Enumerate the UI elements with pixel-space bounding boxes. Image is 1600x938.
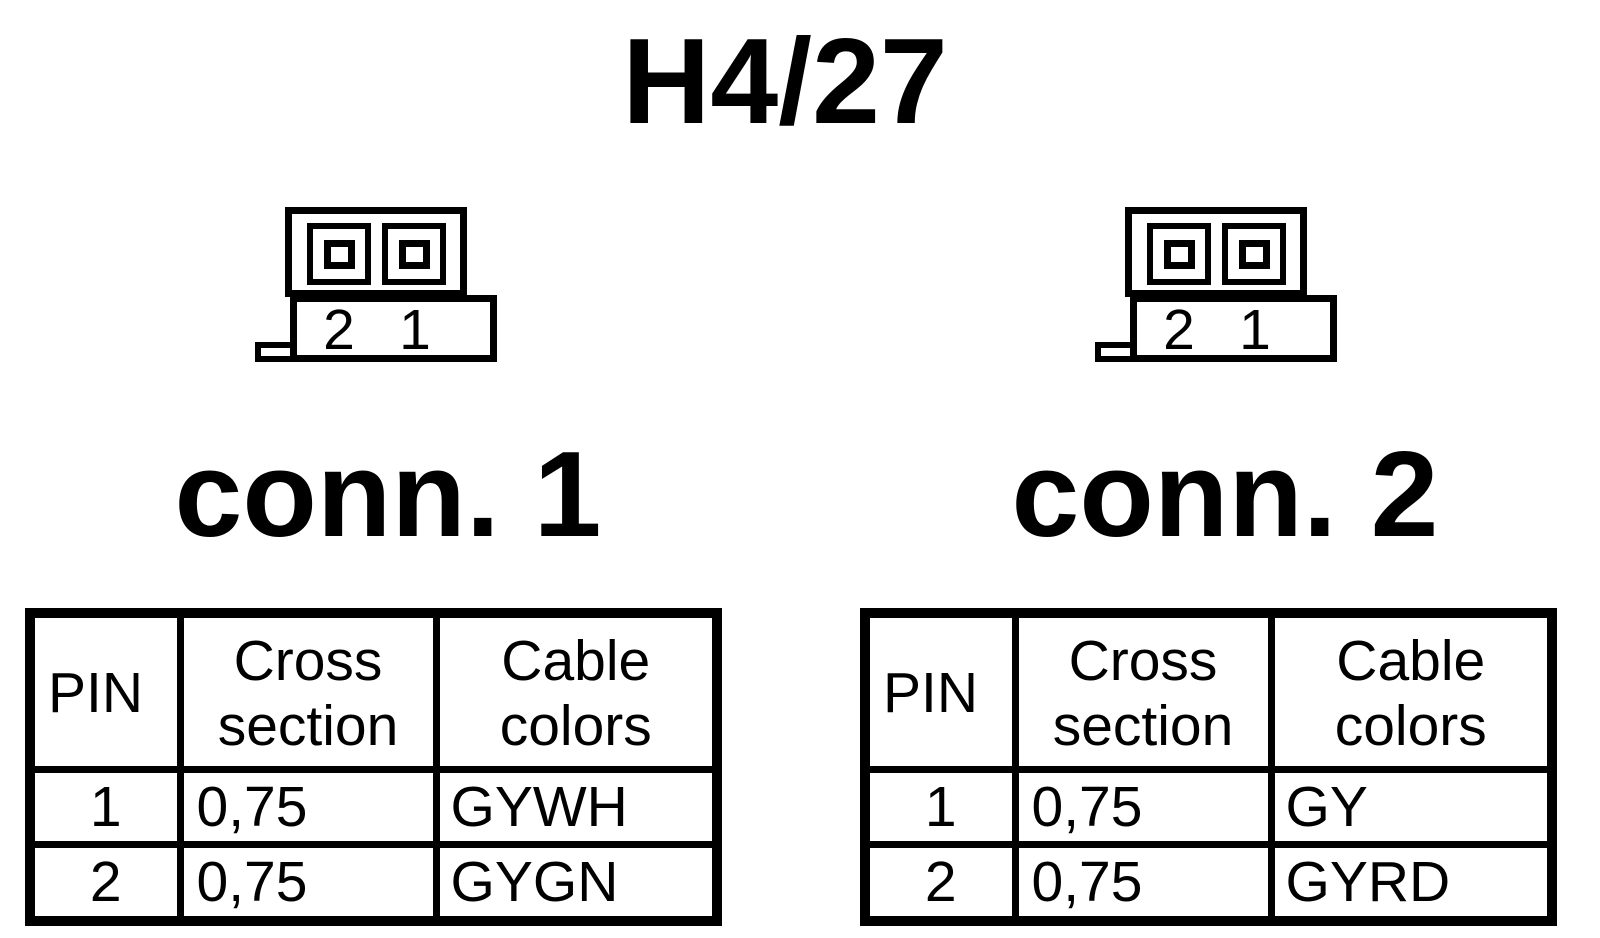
cross-section-cell: 0,75 (176, 840, 440, 924)
connector-1-base (290, 295, 497, 362)
pin-cell: 2 (26, 840, 184, 924)
col-header-cable-colors: Cable colors (432, 609, 721, 773)
connector-1-terminal-pin1 (398, 239, 430, 269)
diagram-title: H4/27 (622, 13, 948, 149)
connector-2-pin2-number: 2 (1163, 298, 1195, 362)
connector-1-housing (285, 207, 467, 297)
connector-2-terminal-slot-pin1 (1222, 223, 1286, 285)
cable-colors-cell: GYWH (432, 765, 721, 848)
connector-1-terminal-slot-pin2 (307, 223, 371, 285)
table-row: 1 0,75 GY (861, 765, 1556, 848)
connector-1-terminal-slot-pin1 (382, 223, 446, 285)
connector-1-pin1-number: 1 (399, 298, 431, 362)
connector-2-pin-table: PIN Cross section Cable colors 1 0,75 GY… (860, 608, 1557, 926)
pin-cell: 1 (861, 765, 1019, 848)
table-row: 1 0,75 GYWH (26, 765, 721, 848)
col-header-pin: PIN (26, 609, 184, 773)
connector-1-pin-table-container: PIN Cross section Cable colors 1 0,75 GY… (25, 608, 722, 926)
connector-2-pin1-number: 1 (1239, 298, 1271, 362)
connector-1-symbol: 2 1 (255, 207, 497, 362)
cable-colors-cell: GYGN (432, 840, 721, 924)
col-header-cross-section: Cross section (176, 609, 440, 773)
pin-cell: 1 (26, 765, 184, 848)
table-header-row: PIN Cross section Cable colors (861, 609, 1556, 773)
col-header-cable-colors: Cable colors (1267, 609, 1556, 773)
connector-2-terminal-slot-pin2 (1147, 223, 1211, 285)
connector-2-symbol: 2 1 (1095, 207, 1337, 362)
cross-section-cell: 0,75 (1011, 765, 1275, 848)
cable-colors-cell: GYRD (1267, 840, 1556, 924)
table-row: 2 0,75 GYRD (861, 840, 1556, 924)
cable-colors-cell: GY (1267, 765, 1556, 848)
table-row: 2 0,75 GYGN (26, 840, 721, 924)
connector-1-terminal-pin2 (323, 239, 355, 269)
cross-section-cell: 0,75 (176, 765, 440, 848)
connector-2-pin-table-container: PIN Cross section Cable colors 1 0,75 GY… (860, 608, 1557, 926)
col-header-pin: PIN (861, 609, 1019, 773)
cross-section-cell: 0,75 (1011, 840, 1275, 924)
connector-1-pin2-number: 2 (323, 298, 355, 362)
connector-1-label: conn. 1 (174, 426, 602, 562)
connector-2-housing (1125, 207, 1307, 297)
connector-2-terminal-pin1 (1238, 239, 1270, 269)
pin-cell: 2 (861, 840, 1019, 924)
connector-1-pin-table: PIN Cross section Cable colors 1 0,75 GY… (25, 608, 722, 926)
col-header-cross-section: Cross section (1011, 609, 1275, 773)
connector-2-label: conn. 2 (1011, 426, 1439, 562)
connector-2-base (1130, 295, 1337, 362)
connector-2-terminal-pin2 (1163, 239, 1195, 269)
table-header-row: PIN Cross section Cable colors (26, 609, 721, 773)
